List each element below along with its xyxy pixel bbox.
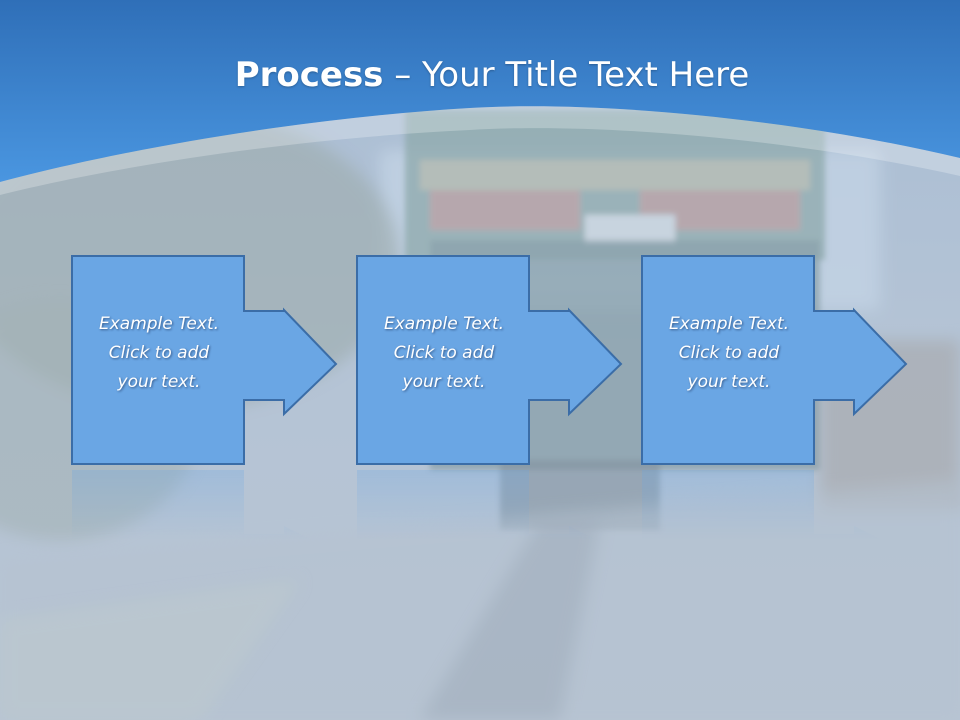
arrow-box-shape	[71, 255, 338, 465]
step-text-line: your text.	[402, 372, 486, 392]
header-highlight	[0, 106, 960, 195]
step-text-line: Example Text.	[668, 314, 790, 334]
slide-title[interactable]: Process – Your Title Text Here	[0, 50, 960, 100]
step-text-line: Click to add	[108, 343, 210, 363]
step-reflection	[72, 470, 352, 540]
step-text-line: Click to add	[393, 343, 495, 363]
arrow-box-shape	[356, 255, 623, 465]
arrow-box-shape	[641, 255, 908, 465]
step-text[interactable]: Example Text. Click to add your text.	[642, 310, 816, 397]
step-text-line: Click to add	[678, 343, 780, 363]
title-rest: – Your Title Text Here	[383, 55, 750, 95]
process-step-2[interactable]: Example Text. Click to add your text.	[356, 255, 637, 468]
step-text-line: Example Text.	[98, 314, 220, 334]
step-text-line: your text.	[687, 372, 771, 392]
step-reflection	[642, 470, 922, 540]
process-step-3[interactable]: Example Text. Click to add your text.	[641, 255, 922, 468]
title-bold: Process	[234, 55, 384, 95]
step-text-line: your text.	[117, 372, 201, 392]
header-band	[0, 0, 960, 182]
process-step-1[interactable]: Example Text. Click to add your text.	[71, 255, 352, 468]
step-text-line: Example Text.	[383, 314, 505, 334]
step-reflection	[357, 470, 637, 540]
step-text[interactable]: Example Text. Click to add your text.	[357, 310, 531, 397]
step-text[interactable]: Example Text. Click to add your text.	[72, 310, 246, 397]
